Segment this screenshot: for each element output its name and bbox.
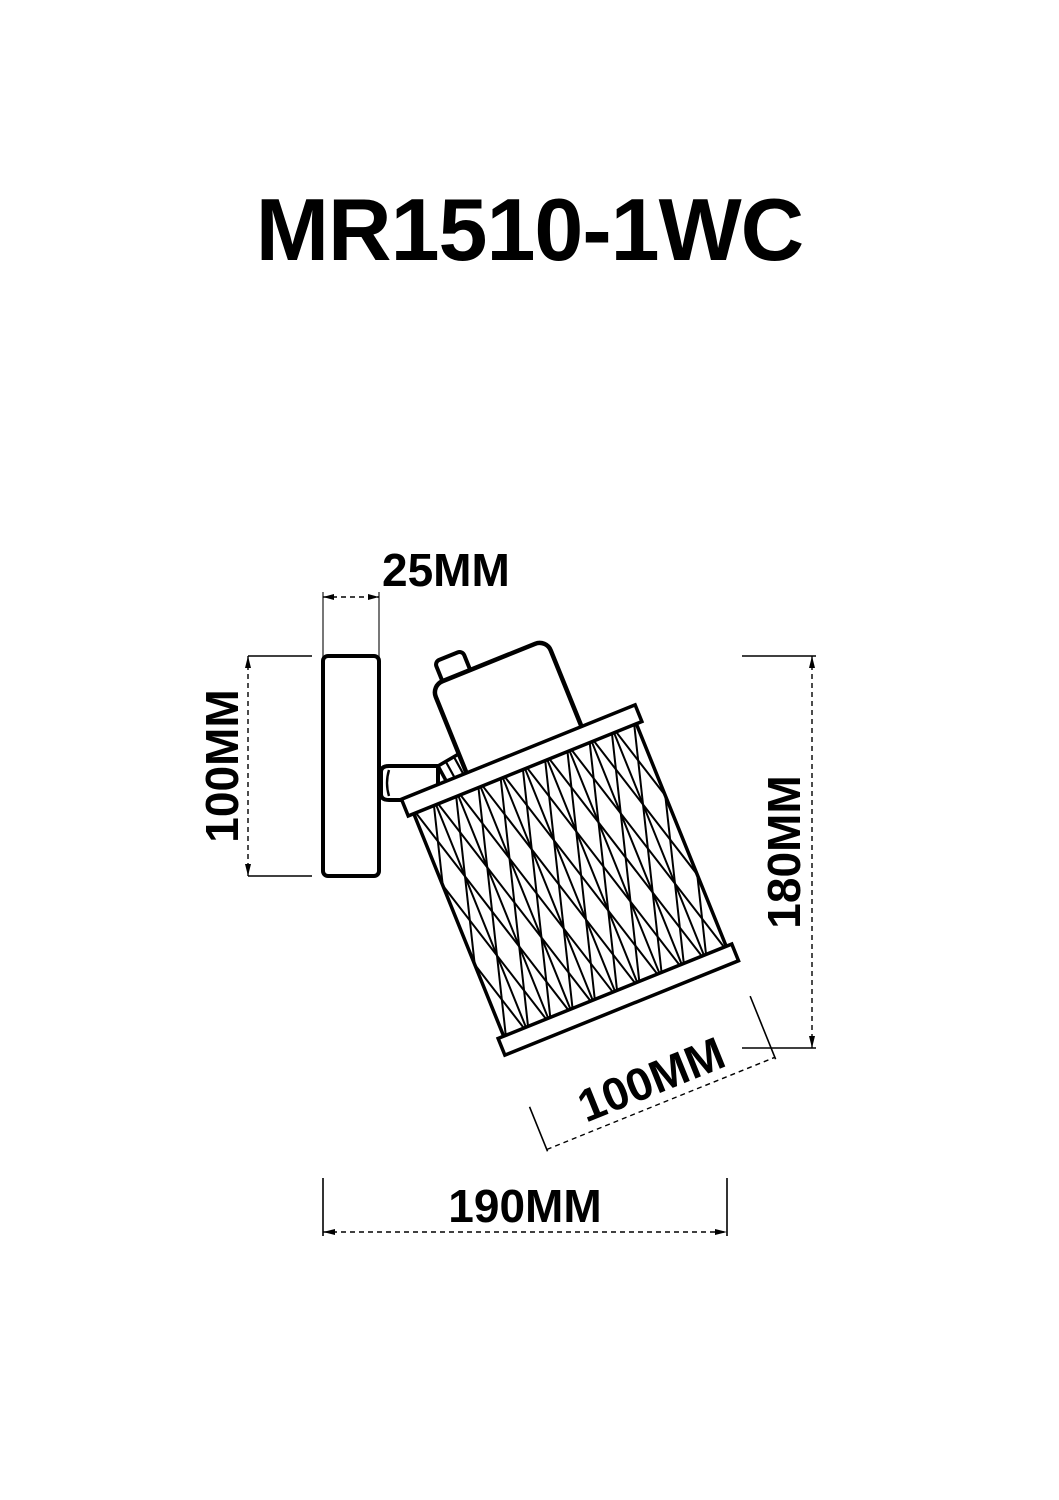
arrow-top [809,656,815,668]
dimension-line [546,1056,776,1151]
shade-top-rim [399,702,645,819]
dimension-label-25mm: 25MM [382,544,510,596]
extension-line-right [749,995,777,1060]
dimension-label-100mm-height: 100MM [196,689,248,842]
page-title: MR1510-1WC [255,180,804,279]
arrow-top [245,656,251,668]
dimension-label-100mm-shade: 100MM [570,1026,732,1132]
dimension-180mm: 180MM [742,655,816,1049]
arrow-left [323,594,334,600]
dimension-25mm: 25MM [322,544,510,660]
arrow-right [368,594,379,600]
arrow-bottom [245,864,251,876]
diamond-lattice-pattern [410,716,730,1044]
dimension-label-180mm: 180MM [758,775,810,928]
dimension-label-190mm: 190MM [448,1180,601,1232]
arm-contour-line [385,769,391,797]
latticed-cylindrical-shade [399,702,741,1058]
dimension-190mm: 190MM [322,1178,728,1236]
arrow-bottom [809,1036,815,1048]
shade-bottom-rim [495,941,741,1058]
wall-mount-backplate [321,654,381,878]
arrow-left [323,1229,335,1235]
arrow-right [715,1229,727,1235]
dimension-100mm-height: 100MM [196,655,312,877]
extension-line-left [528,1106,549,1152]
